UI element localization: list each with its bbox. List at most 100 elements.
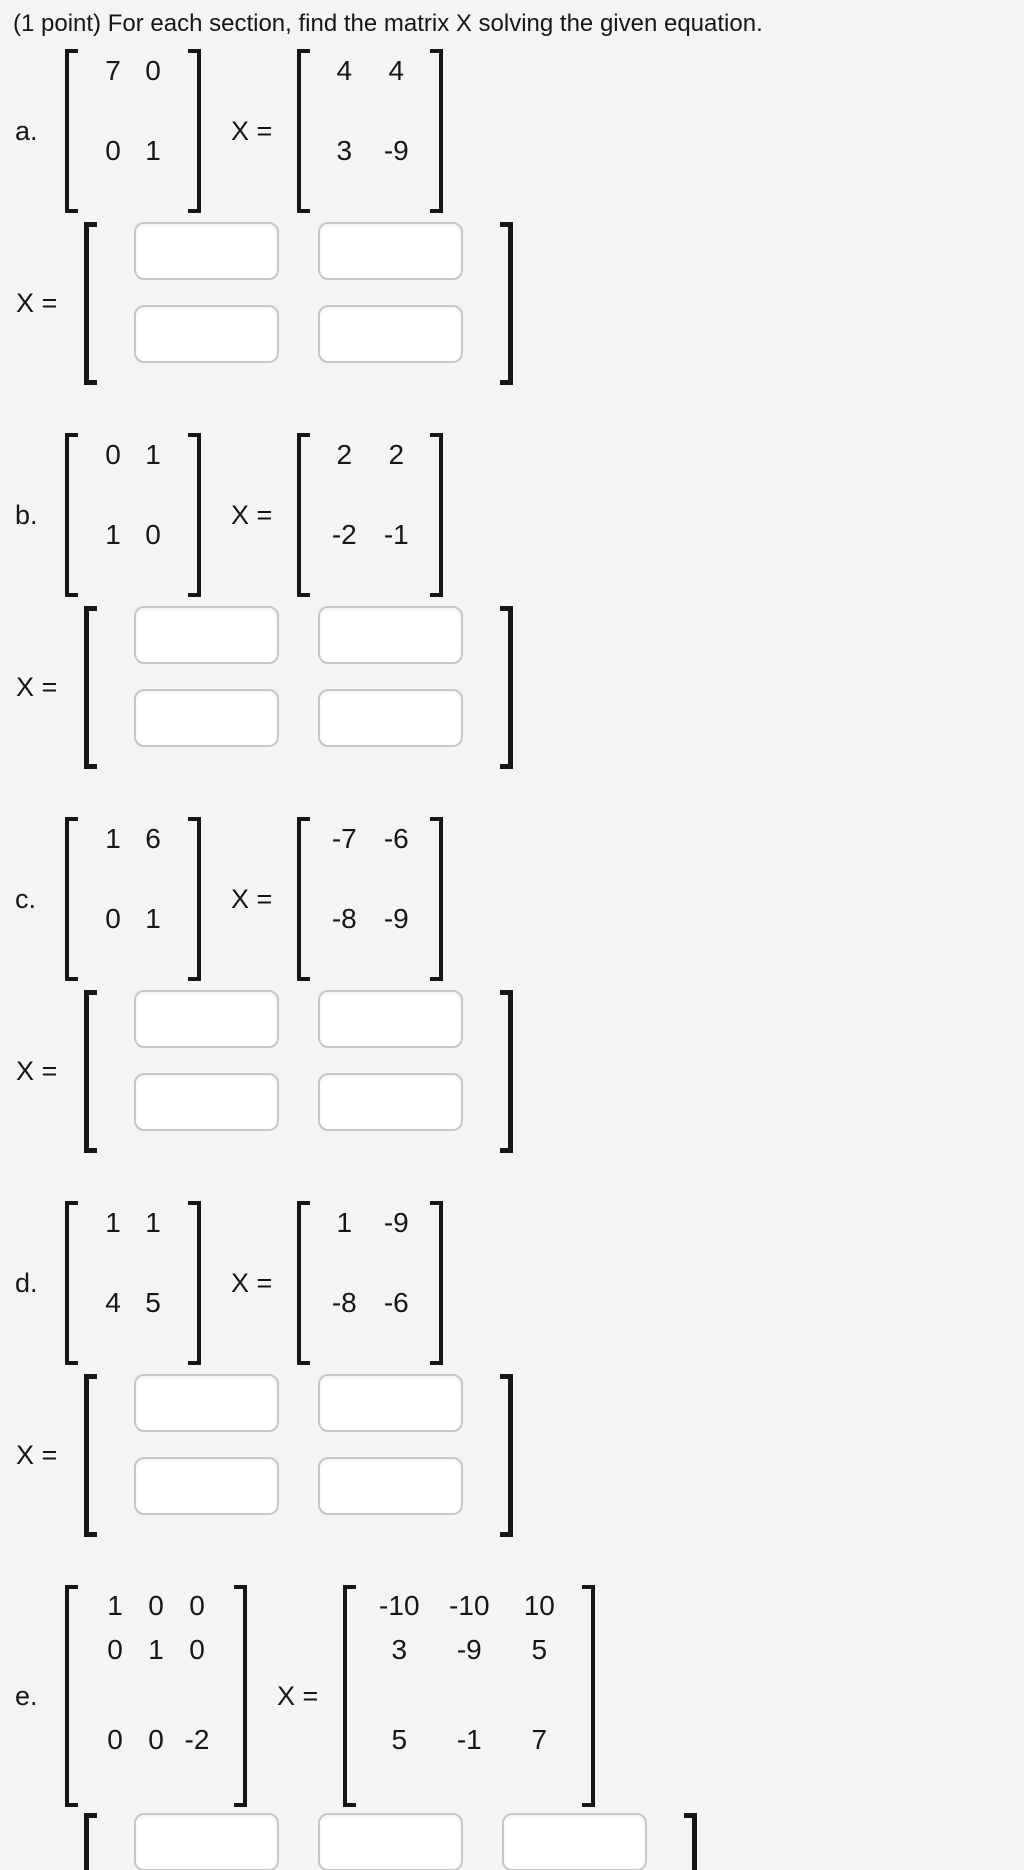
- answer-input-e-r1c2[interactable]: [318, 1813, 463, 1870]
- matrix-row: -7-6: [322, 825, 418, 853]
- matrix-cell: -6: [383, 1287, 409, 1318]
- answer-row-c: X =: [16, 990, 513, 1153]
- answer-input-d-r1c1[interactable]: [134, 1374, 279, 1432]
- section-label-b: b.: [15, 499, 38, 530]
- matrix-cell: -1: [456, 1724, 482, 1755]
- matrix-cell: 0: [189, 1590, 205, 1621]
- answer-input-c-r1c1[interactable]: [134, 990, 279, 1048]
- bracket-right-icon: [430, 433, 444, 597]
- bracket-left-icon: [343, 1585, 357, 1807]
- matrix-cell: -9: [383, 135, 409, 166]
- bracket-left-icon: [65, 817, 78, 981]
- eq-matrix-c-right: -7-6 -8 -9: [297, 817, 444, 981]
- answer-input-a-r2c1[interactable]: [134, 305, 279, 363]
- matrix-cell: 4: [388, 55, 405, 86]
- matrix-cell: 0: [148, 1724, 164, 1755]
- bracket-right-icon: [188, 433, 201, 597]
- matrix-cell: 10: [523, 1590, 555, 1621]
- bracket-left-icon: [297, 1201, 311, 1365]
- matrix-cell: 1: [105, 823, 121, 854]
- matrix-cell: 5: [531, 1634, 548, 1665]
- answer-matrix-b: [84, 606, 513, 769]
- answer-grid: [97, 606, 500, 747]
- answer-input-b-r1c2[interactable]: [318, 606, 463, 664]
- bracket-left-icon: [84, 222, 97, 385]
- matrix-cell: 1: [107, 1590, 123, 1621]
- matrix-cell: 5: [391, 1724, 408, 1755]
- matrix-cell: 0: [189, 1634, 205, 1665]
- answer-input-e-r1c3[interactable]: [502, 1813, 647, 1870]
- bracket-right-icon: [500, 1374, 513, 1537]
- matrix-cell: -10: [379, 1590, 420, 1621]
- answer-input-e-r1c1[interactable]: [134, 1813, 279, 1870]
- matrix-cell: -9: [456, 1634, 482, 1665]
- bracket-left-icon: [84, 606, 97, 769]
- x-equals-label: X =: [231, 499, 273, 530]
- bracket-right-icon: [430, 49, 444, 213]
- matrix-cell: -8: [331, 903, 357, 934]
- matrix-row: -8 -9: [322, 905, 418, 933]
- answer-input-b-r2c1[interactable]: [134, 689, 279, 747]
- bracket-right-icon: [500, 222, 513, 385]
- answer-input-c-r1c2[interactable]: [318, 990, 463, 1048]
- section-label-d: d.: [15, 1267, 38, 1298]
- matrix-cell: 1: [145, 135, 161, 166]
- answer-grid: [97, 1813, 684, 1870]
- matrix-row: -2-1: [322, 521, 418, 549]
- answer-input-b-r1c1[interactable]: [134, 606, 279, 664]
- eq-matrix-d-right: 1-9 -8-6: [297, 1201, 444, 1365]
- section-label-c: c.: [15, 883, 37, 914]
- x-equals-label: X =: [231, 1267, 273, 1298]
- answer-row-d: X =: [16, 1374, 513, 1537]
- matrix-cell: -9: [383, 903, 409, 934]
- answer-input-d-r2c2[interactable]: [318, 1457, 463, 1515]
- bracket-left-icon: [84, 1813, 97, 1870]
- matrix-row: -8-6: [322, 1289, 418, 1317]
- section-label-a: a.: [15, 115, 38, 146]
- answer-input-b-r2c2[interactable]: [318, 689, 463, 747]
- x-equals-label: X =: [231, 883, 273, 914]
- matrix-cells: 1-9 -8-6: [310, 1201, 430, 1365]
- matrix-cell: 0: [105, 903, 121, 934]
- answer-input-a-r1c2[interactable]: [318, 222, 463, 280]
- matrix-cell: 2: [388, 439, 405, 470]
- answer-input-d-r1c2[interactable]: [318, 1374, 463, 1432]
- answer-input-a-r1c1[interactable]: [134, 222, 279, 280]
- matrix-cell: 0: [105, 439, 121, 470]
- answer-matrix-c: [84, 990, 513, 1153]
- answer-input-c-r2c1[interactable]: [134, 1073, 279, 1131]
- x-equals-label: X =: [16, 1056, 58, 1086]
- bracket-right-icon: [582, 1585, 596, 1807]
- bracket-left-icon: [65, 1585, 78, 1807]
- matrix-cell: -6: [383, 823, 409, 854]
- bracket-right-icon: [234, 1585, 247, 1807]
- answer-input-a-r2c2[interactable]: [318, 305, 463, 363]
- answer-input-d-r2c1[interactable]: [134, 1457, 279, 1515]
- matrix-cell: 5: [145, 1287, 161, 1318]
- answer-matrix-e: [84, 1813, 697, 1870]
- answer-input-c-r2c2[interactable]: [318, 1073, 463, 1131]
- matrix-cell: 1: [145, 903, 161, 934]
- x-equals-label: X =: [16, 672, 58, 702]
- matrix-cell: -9: [383, 1207, 409, 1238]
